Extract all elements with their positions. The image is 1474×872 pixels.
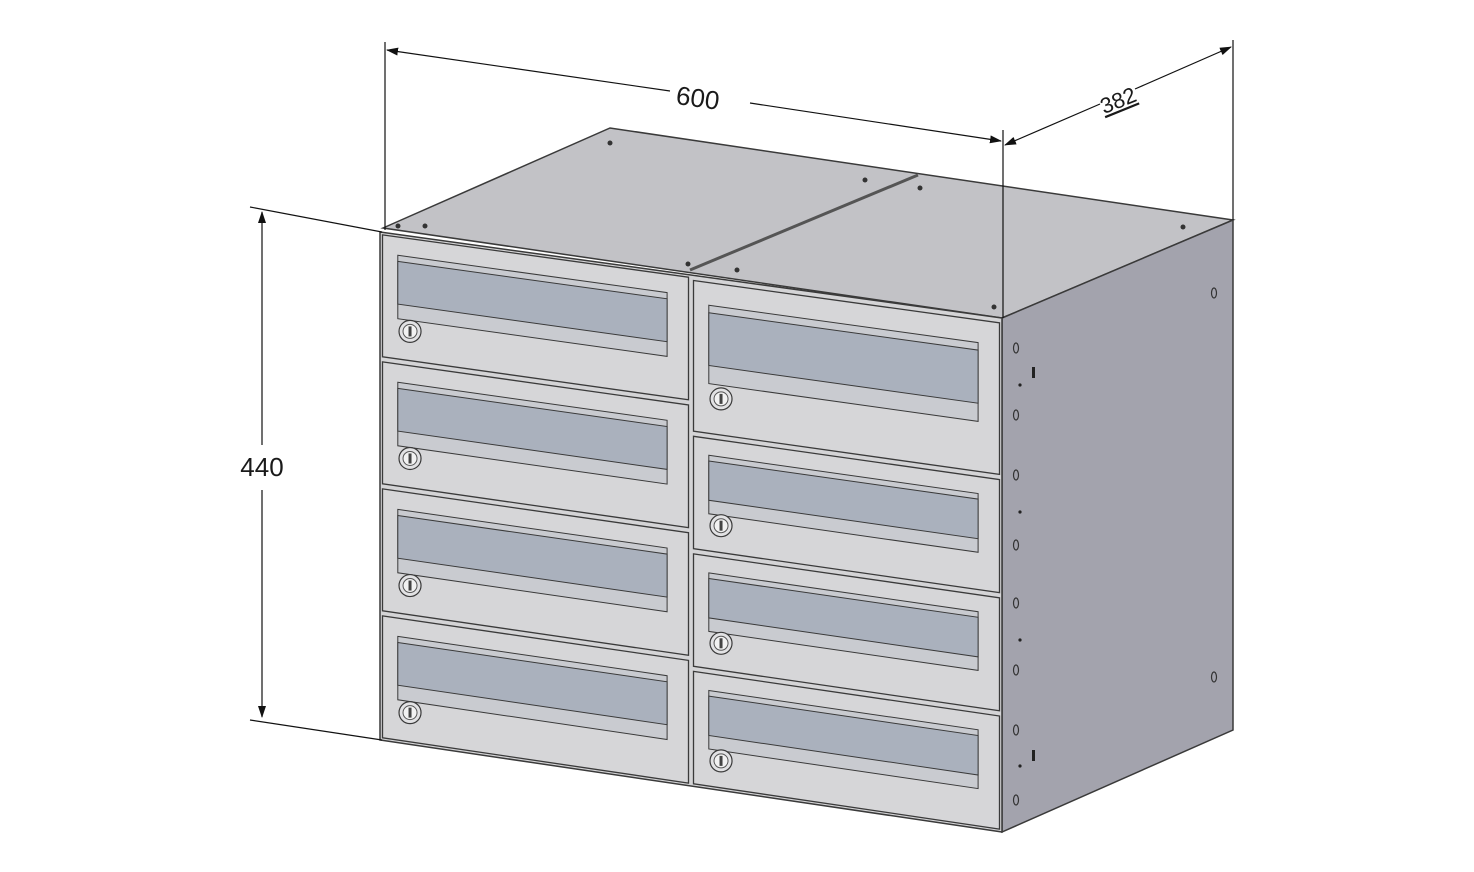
lock-keyway: [408, 707, 412, 718]
lock-keyway: [719, 638, 723, 649]
lock-keyway: [719, 520, 723, 531]
side-panel: [1001, 218, 1234, 834]
mail-slot: [397, 260, 668, 343]
depth-dimension-label: 382: [1096, 82, 1139, 119]
lock-keyway: [408, 453, 412, 464]
mailbox-doors: [381, 234, 1001, 830]
side-slots: [1018, 367, 1035, 768]
height-dimension-label: 440: [240, 452, 283, 482]
lock-keyway: [719, 393, 723, 404]
mail-slot: [397, 514, 668, 598]
lock-keyway: [408, 580, 412, 591]
lock-keyway: [408, 326, 412, 337]
width-dimension-label: 600: [674, 80, 721, 116]
mail-slot: [708, 577, 979, 658]
mail-slot: [397, 387, 668, 470]
dimension-lines: [249, 40, 1234, 741]
mail-slot: [397, 641, 668, 726]
mail-slot: [708, 460, 979, 540]
side-holes: [1012, 287, 1218, 806]
lock-keyway: [719, 755, 723, 766]
mail-slot: [708, 695, 979, 776]
mail-slot: [708, 312, 979, 404]
top-screws: [395, 140, 1186, 310]
top-division-line: [689, 173, 919, 272]
